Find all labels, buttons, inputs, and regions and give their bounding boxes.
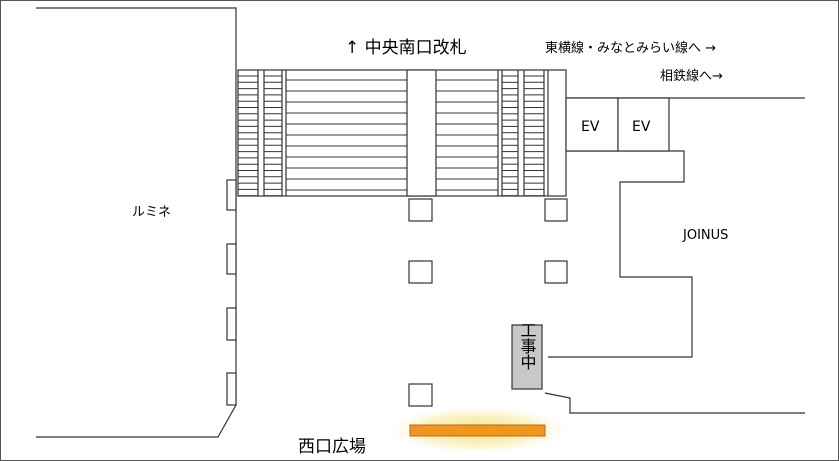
elevator-2 (617, 97, 670, 152)
construction-label: 工事中 (518, 322, 537, 370)
elevator-1 (565, 97, 619, 152)
west-plaza-highlight-bar (409, 424, 546, 437)
joinus-outline (548, 150, 693, 358)
lumine-label: ルミネ (132, 205, 171, 220)
pillar (544, 260, 568, 284)
west-plaza-label: 西口広場 (298, 437, 366, 457)
sotetsu-line-label: 相鉄線へ→ (660, 68, 723, 84)
lumine-wall-tabs (226, 179, 237, 406)
joinus-label: JOINUS (682, 228, 728, 243)
elevator-2-label: EV (632, 119, 651, 135)
west-edge-lower (544, 392, 805, 414)
gate-stairs (237, 69, 567, 197)
lumine-building (36, 7, 237, 438)
pillar (408, 260, 433, 284)
central-south-gate-label: ↑ 中央南口改札 (345, 38, 467, 58)
pillar (544, 198, 568, 222)
pillars (408, 198, 568, 407)
elevator-1-label: EV (581, 119, 600, 135)
construction-block (511, 324, 543, 390)
pillar (408, 198, 433, 222)
toyoko-minatomirai-line-label: 東横線・みなとみらい線へ → (545, 40, 716, 56)
gate-pillar-center (406, 69, 437, 197)
